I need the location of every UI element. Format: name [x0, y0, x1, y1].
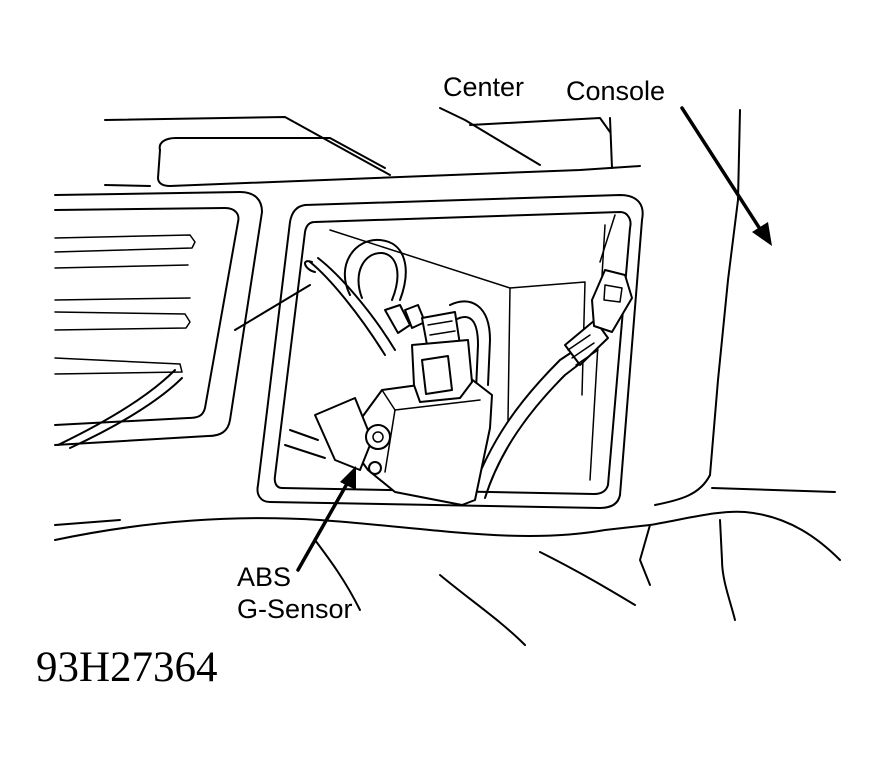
center-console-body [639, 109, 841, 621]
console-arrowhead [752, 222, 772, 246]
lower-dash-contour [54, 517, 651, 646]
label-abs: ABS [237, 562, 292, 592]
label-console: Console [566, 76, 666, 106]
console-leader-line [680, 106, 764, 234]
sensor-leader-line [296, 480, 350, 572]
sensor-connector [411, 311, 473, 403]
dashboard-trim [104, 107, 641, 187]
wiring-harness [304, 238, 491, 391]
right-connector [469, 269, 633, 499]
leader-arrows [296, 106, 772, 572]
left-vent-panel [54, 191, 311, 449]
label-center: Center [443, 72, 525, 102]
sensor-arrowhead [340, 466, 356, 490]
abs-g-sensor-module [284, 377, 493, 506]
label-g-sensor: G-Sensor [237, 594, 353, 624]
figure-id: 93H27364 [36, 644, 218, 691]
console-opening [256, 194, 644, 509]
